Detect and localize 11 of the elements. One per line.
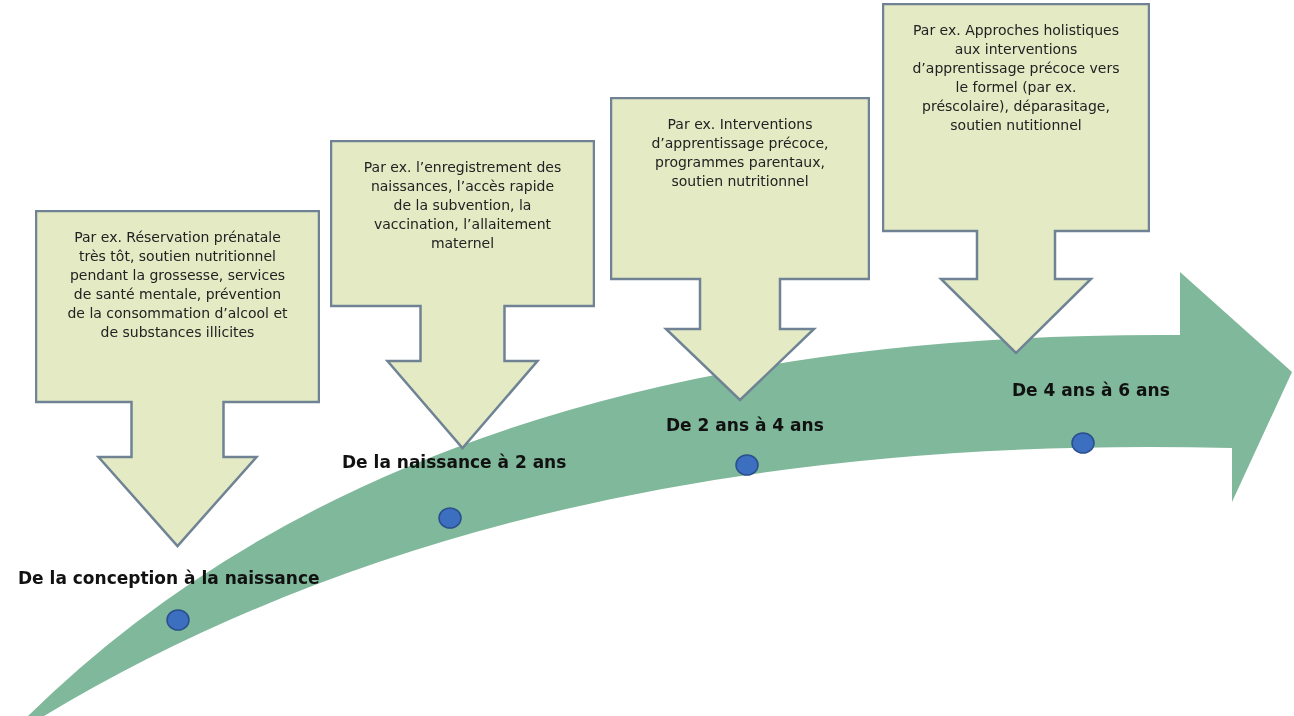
callout-text: Par ex. Interventions d’apprentissage précoce, programmes parentaux, soutien nutritionnel <box>650 115 830 191</box>
stage-label: De la conception à la naissance <box>18 568 320 588</box>
callout-arrow-box <box>35 210 320 548</box>
callout-text: Par ex. Approches holistiques aux interventions d’apprentissage précoce vers le formel (par ex. préscolaire), déparasitage, soutien nutitionnel <box>912 21 1120 135</box>
callout-text: Par ex. l’enregistrement des naissances, l’accès rapide de la subvention, la vaccination, l’allaitement maternel <box>362 158 563 253</box>
callout-arrow-box <box>330 140 595 450</box>
callout-arrow-box <box>882 3 1150 355</box>
callout-arrow-box <box>610 97 870 402</box>
stage-label: De 2 ans à 4 ans <box>666 415 824 435</box>
callout-text: Par ex. Réservation prénatale très tôt, soutien nutritionnel pendant la grossesse, services de santé mentale, prévention de la consommation d’alcool et de substances illicites <box>66 228 289 342</box>
stage-label: De 4 ans à 6 ans <box>1012 380 1170 400</box>
